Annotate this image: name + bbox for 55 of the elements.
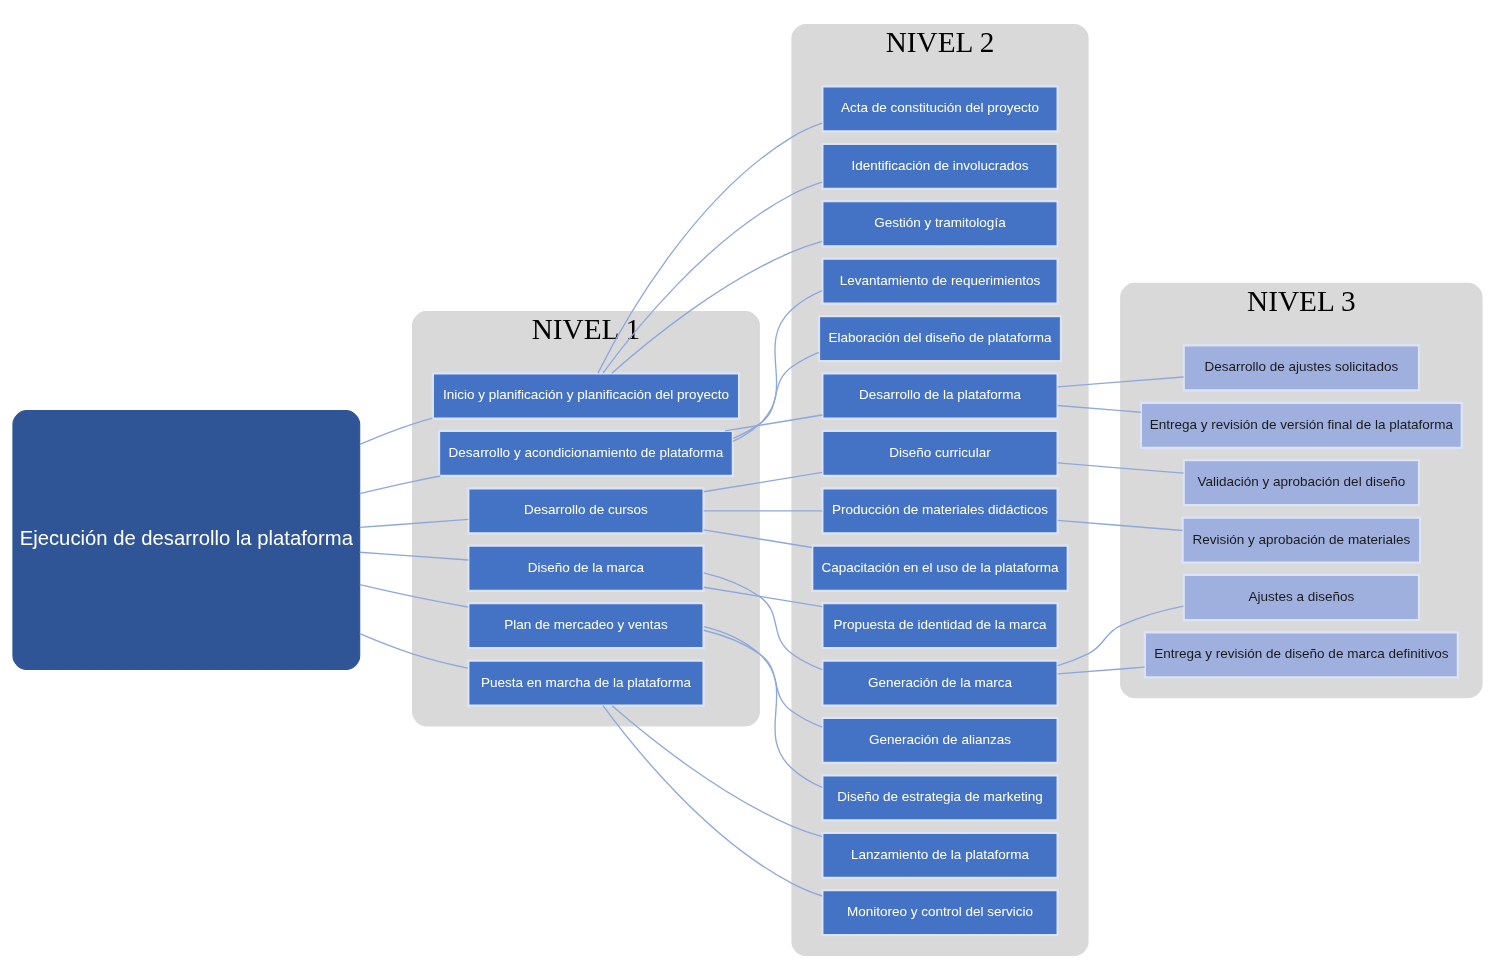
- node-box: Elaboración del diseño de plataforma: [817, 314, 1063, 363]
- node-box: Desarrollo de la plataforma: [821, 372, 1059, 420]
- node-box: Entrega y revisión de versión final de la plataforma: [1139, 401, 1463, 449]
- connector: [611, 705, 823, 838]
- node-box: Monitoreo y control del servicio: [821, 889, 1059, 937]
- node-box: Propuesta de identidad de la marca: [821, 602, 1059, 650]
- connector: [602, 181, 823, 374]
- connector: [732, 289, 823, 443]
- connector: [703, 629, 823, 728]
- node-box: Diseño de estrategia de marketing: [821, 774, 1059, 822]
- connector: [602, 705, 823, 897]
- node-box: Ajustes a diseños: [1182, 573, 1421, 622]
- node-box: Revisión y aprobación de materiales: [1181, 516, 1422, 564]
- node-box: Identificación de involucrados: [821, 142, 1059, 190]
- node-box: Desarrollo de cursos: [467, 487, 705, 535]
- connector: [703, 625, 823, 789]
- connector: [703, 586, 823, 608]
- connector: [597, 122, 823, 374]
- connector: [1057, 605, 1185, 667]
- node-box: Lanzamiento de la plataforma: [821, 831, 1059, 879]
- connector: [359, 475, 442, 495]
- connector: [1057, 376, 1185, 388]
- connector: [703, 471, 823, 493]
- node-box: Acta de constitución del proyecto: [821, 85, 1059, 133]
- connector: [359, 417, 434, 446]
- node-box: Gestión y tramitología: [821, 200, 1059, 248]
- node-box: Levantamiento de requerimientos: [821, 257, 1059, 305]
- connector: [724, 414, 823, 432]
- connector: [1057, 519, 1184, 532]
- node-box: Puesta en marcha de la plataforma: [467, 659, 705, 707]
- connector: [359, 583, 469, 608]
- node-box: Generación de la marca: [821, 659, 1059, 707]
- node-box: Generación de alianzas: [821, 716, 1059, 765]
- connector: [359, 518, 469, 529]
- node-box: Capacitación en el uso de la plataforma: [811, 544, 1069, 592]
- connector: [1057, 666, 1146, 675]
- connector: [1057, 462, 1185, 474]
- connector: [703, 510, 823, 512]
- node-box: Plan de mercadeo y ventas: [467, 602, 705, 650]
- node-box: Validación y aprobación del diseño: [1182, 459, 1421, 507]
- connector: [732, 351, 820, 440]
- node-box: Desarrollo y acondicionamiento de plataforma: [437, 429, 734, 478]
- connector: [1057, 404, 1142, 413]
- node-box: Diseño de la marca: [467, 544, 705, 592]
- node-box: Diseño curricular: [821, 429, 1059, 478]
- node-box: Producción de materiales didácticos: [821, 487, 1059, 535]
- node-box: Desarrollo de ajustes solicitados: [1182, 344, 1421, 392]
- connector: [703, 529, 813, 549]
- connector: [359, 551, 469, 561]
- connector: [703, 572, 823, 671]
- node-box: Entrega y revisión de diseño de marca definitivos: [1143, 631, 1459, 679]
- node-box: Ejecución de desarrollo la plataforma: [12, 410, 361, 671]
- connector: [359, 632, 469, 669]
- node-box: Inicio y planificación y planificación del proyecto: [431, 372, 741, 420]
- connector: [611, 240, 823, 374]
